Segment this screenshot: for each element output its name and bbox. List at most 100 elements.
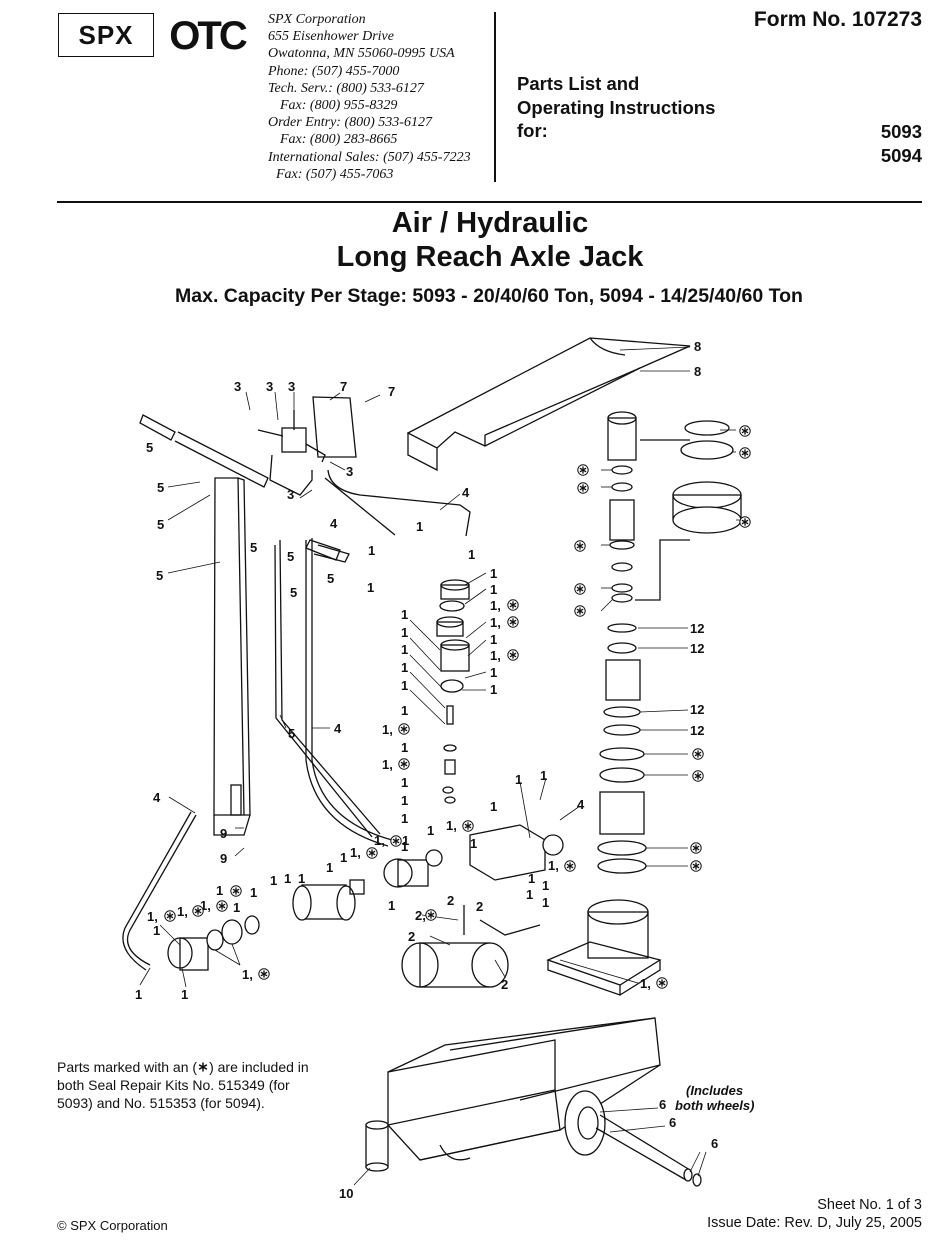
- label-1-v: 1: [401, 775, 408, 790]
- label-1-as: 1: [542, 895, 549, 910]
- label-6-c: 6: [711, 1136, 718, 1151]
- label-1-z: 1: [515, 772, 522, 787]
- seal-kit-asterisk-icon: [574, 605, 586, 617]
- label-1-ak: 1: [284, 871, 291, 886]
- label-6-a: 6: [659, 1097, 666, 1112]
- order-entry-fax: Fax: (800) 283-8665: [280, 132, 398, 148]
- company-name: SPX Corporation: [268, 12, 366, 27]
- label-1-t: 1: [401, 740, 408, 755]
- label-1-y: 1: [401, 839, 408, 854]
- label-4-b: 4: [330, 516, 338, 531]
- seal-kit-asterisk-icon: [425, 909, 437, 921]
- sheet-info: Sheet No. 1 of 3 Issue Date: Rev. D, Jul…: [707, 1196, 922, 1232]
- model-5094: 5094: [880, 144, 922, 166]
- label-1-n: 1: [401, 625, 408, 640]
- model-5093: 5093: [880, 121, 922, 142]
- label-1-f: 1: [490, 582, 497, 597]
- label-1-e: 1: [490, 566, 497, 581]
- label-9-a: 9: [220, 826, 227, 841]
- label-1-l: 1: [490, 682, 497, 697]
- label-5-a: 5: [146, 440, 153, 455]
- valve-stack-part: [436, 579, 470, 804]
- issue-date: Issue Date: Rev. D, July 25, 2005: [707, 1215, 922, 1231]
- seal-kit-asterisk-icon: [739, 447, 751, 459]
- seal-kit-asterisk-icon: [366, 847, 378, 859]
- leader-lines: [139, 391, 741, 1186]
- label-1-ax: 1,: [147, 909, 158, 924]
- base-plate-part: [546, 899, 662, 996]
- company-address: SPX Corporation 655 Eisenhower Drive Owa…: [268, 11, 493, 183]
- seal-kit-asterisk-icon: [692, 770, 704, 782]
- parts-list-heading: Parts List and Operating Instructions fo…: [517, 72, 715, 143]
- label-1-ab: 1: [490, 799, 497, 814]
- seal-kit-asterisk-icon: [574, 583, 586, 595]
- form-number: Form No. 107273: [753, 8, 922, 31]
- label-12-b: 12: [690, 641, 704, 656]
- header-divider-horizontal: [57, 201, 922, 203]
- label-1-ao: 1: [528, 871, 535, 886]
- label-8-screw: 8: [694, 364, 701, 379]
- label-1-i: 1: [490, 632, 497, 647]
- seal-kit-asterisk-icon: [739, 425, 751, 437]
- label-1-ap: 1: [542, 878, 549, 893]
- handle-assembly-part: [139, 414, 393, 847]
- seal-kit-asterisk-icon: [164, 910, 176, 922]
- label-1-q: 1: [401, 678, 408, 693]
- company-city: Owatonna, MN 55060-0995 USA: [268, 46, 455, 62]
- seal-kit-asterisk-icon: [258, 968, 270, 980]
- label-4-a: 4: [462, 485, 470, 500]
- seal-kit-asterisk-icon: [690, 860, 702, 872]
- label-1-j: 1,: [490, 648, 501, 663]
- seal-kit-asterisk-icon: [564, 860, 576, 872]
- parts-list-line2: Operating Instructions: [517, 96, 716, 118]
- parts-list-line3: for:: [517, 120, 548, 141]
- seal-kit-note: Parts marked with an () are included in …: [57, 1058, 327, 1112]
- sheet-number: Sheet No. 1 of 3: [817, 1197, 922, 1213]
- company-phone: Phone: (507) 455-7000: [268, 63, 400, 79]
- air-hose-part: [122, 811, 197, 971]
- label-6-b: 6: [669, 1115, 676, 1130]
- label-1-ai: 1: [340, 850, 347, 865]
- seal-kit-note-text2: ) are included in both Seal Repair Kits …: [57, 1059, 309, 1111]
- label-1-aq: 1,: [548, 858, 559, 873]
- seal-kit-asterisk-icon: [577, 482, 589, 494]
- label-5-d: 5: [250, 540, 257, 555]
- label-3-e: 3: [287, 487, 294, 502]
- label-4-d: 4: [153, 790, 161, 805]
- label-1-aw: 1: [233, 900, 240, 915]
- label-9-b: 9: [220, 851, 227, 866]
- seal-kit-asterisk-icon: [574, 540, 586, 552]
- label-5-i: 5: [288, 726, 295, 741]
- seal-kit-asterisk-icon: [690, 842, 702, 854]
- tech-service-fax: Fax: (800) 955-8329: [280, 98, 398, 114]
- seal-kit-asterisk-icon: [198, 1062, 208, 1072]
- diagram-labels: 8 8 3 3 3 7 7 3 3 4 4 5 5 5 5 5 5 5 5 5 …: [135, 339, 754, 1201]
- seal-kit-asterisk-icon: [507, 616, 519, 628]
- label-3-b: 3: [266, 379, 273, 394]
- label-2-a: 2: [447, 893, 454, 908]
- label-1-ba: 1,: [242, 967, 253, 982]
- label-1-a: 1: [416, 519, 423, 534]
- label-1-bc: 1: [181, 987, 188, 1002]
- label-1-ay: 1,: [177, 904, 188, 919]
- label-1-k: 1: [490, 665, 497, 680]
- label-12-d: 12: [690, 723, 704, 738]
- label-1-ae: 1,: [446, 818, 457, 833]
- seal-kit-asterisk-icon: [462, 820, 474, 832]
- seal-kit-asterisk-icon: [230, 885, 242, 897]
- seal-kit-asterisk-icon: [739, 516, 751, 528]
- label-1-aj: 1: [326, 860, 333, 875]
- includes-note-line2: both wheels): [675, 1098, 754, 1113]
- title-line2: Long Reach Axle Jack: [336, 241, 644, 273]
- label-8-top: 8: [694, 339, 701, 354]
- label-1-b: 1: [368, 543, 375, 558]
- label-4-c: 4: [334, 721, 342, 736]
- label-2-b: 2,: [415, 908, 426, 923]
- label-1-az: 1: [153, 923, 160, 938]
- seal-kit-asterisk-icon: [398, 723, 410, 735]
- label-5-b: 5: [157, 480, 164, 495]
- label-5-c: 5: [157, 517, 164, 532]
- label-3-c: 3: [288, 379, 295, 394]
- label-2-c: 2: [476, 899, 483, 914]
- seal-kit-asterisk-icon: [656, 977, 668, 989]
